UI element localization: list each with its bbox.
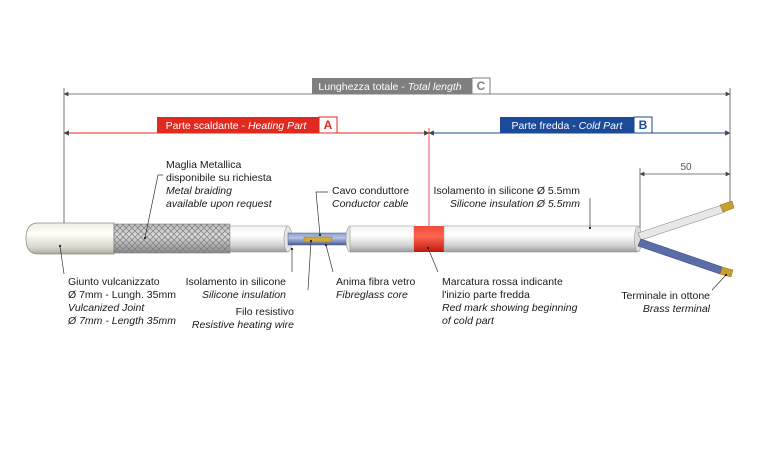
callout-conductor-cable: Cavo conduttore Conductor cable: [332, 185, 409, 210]
terminal-length-dimension: 50: [639, 162, 731, 232]
callout-silicone-insulation: Isolamento in silicone Silicone insulati…: [186, 276, 287, 301]
svg-text:Giunto vulcanizzato: Giunto vulcanizzato: [68, 276, 160, 288]
svg-text:l'inizio parte fredda: l'inizio parte fredda: [442, 289, 530, 301]
total-length-label: Lunghezza totale - Total length: [318, 81, 461, 93]
svg-text:Cavo conduttore: Cavo conduttore: [332, 185, 409, 197]
svg-text:Fibreglass core: Fibreglass core: [336, 289, 408, 301]
callout-fibreglass-core: Anima fibra vetro Fibreglass core: [336, 276, 416, 301]
svg-text:Metal braiding: Metal braiding: [166, 185, 232, 197]
output-wire-grey: [637, 204, 726, 241]
svg-text:Vulcanized Joint: Vulcanized Joint: [68, 302, 145, 314]
callout-resistive-wire: Filo resistivo Resistive heating wire: [192, 306, 294, 331]
cold-part-dimension: Parte fredda - Cold Part B: [428, 116, 731, 228]
svg-text:of cold part: of cold part: [442, 315, 495, 327]
leader-lines: [58, 174, 728, 291]
svg-text:disponibile su richiesta: disponibile su richiesta: [166, 172, 272, 184]
callout-vulcanized-joint: Giunto vulcanizzato Ø 7mm - Lungh. 35mm …: [67, 276, 176, 327]
callout-red-mark: Marcatura rossa indicante l'inizio parte…: [442, 276, 578, 327]
callout-brass-terminal: Terminale in ottone Brass terminal: [621, 290, 710, 315]
total-length-banner: [312, 78, 490, 94]
svg-text:Conductor cable: Conductor cable: [332, 198, 409, 210]
conductor-cable-section: [349, 225, 415, 253]
cold-part-cable: [443, 225, 639, 253]
cold-part-letter: B: [639, 118, 648, 132]
svg-text:Terminale in ottone: Terminale in ottone: [621, 290, 710, 302]
svg-text:Ø 7mm - Length 35mm: Ø 7mm - Length 35mm: [67, 315, 176, 327]
terminal-length-value: 50: [680, 162, 692, 173]
callout-silicone-5-5: Isolamento in silicone Ø 5.5mm Silicone …: [434, 185, 581, 210]
cold-part-letter-box: [633, 116, 653, 134]
callout-metal-braiding: Maglia Metallica disponibile su richiest…: [166, 159, 273, 210]
heating-part-dimension: Parte scaldante - Heating Part A: [63, 116, 430, 136]
svg-text:Maglia Metallica: Maglia Metallica: [166, 159, 241, 171]
brass-terminal-lower: [719, 266, 734, 278]
svg-text:Filo resistivo: Filo resistivo: [236, 306, 295, 318]
svg-text:Silicone insulation: Silicone insulation: [202, 289, 286, 301]
cold-part-label: Parte fredda - Cold Part: [512, 120, 624, 132]
svg-text:Resistive heating wire: Resistive heating wire: [192, 319, 294, 331]
cable: [25, 200, 735, 278]
brass-terminal-upper: [719, 200, 735, 213]
red-mark: [414, 226, 444, 252]
svg-text:Isolamento in silicone Ø 5.5mm: Isolamento in silicone Ø 5.5mm: [434, 185, 581, 197]
svg-text:Red mark showing beginning: Red mark showing beginning: [442, 302, 578, 314]
heating-part-label: Parte scaldante - Heating Part: [166, 120, 308, 132]
heating-part-letter-box: [318, 116, 338, 134]
total-length-letter: C: [477, 79, 486, 93]
resistive-heating-wire: [303, 236, 333, 243]
silicone-insulation-section: [229, 225, 289, 253]
vulcanized-joint: [25, 222, 115, 255]
cold-part-banner: [500, 117, 652, 133]
svg-text:Marcatura rossa indicante: Marcatura rossa indicante: [442, 276, 563, 288]
heating-part-banner: [157, 117, 337, 133]
svg-text:Anima fibra vetro: Anima fibra vetro: [336, 276, 416, 288]
total-length-dimension: Lunghezza totale - Total length C: [63, 77, 731, 225]
total-length-letter-box: [471, 77, 491, 95]
output-wire-blue: [637, 238, 723, 275]
svg-text:Isolamento in silicone: Isolamento in silicone: [186, 276, 287, 288]
svg-text:Silicone insulation Ø 5.5mm: Silicone insulation Ø 5.5mm: [450, 198, 580, 210]
svg-text:Brass terminal: Brass terminal: [643, 303, 711, 315]
heating-part-letter: A: [324, 118, 333, 132]
svg-text:Ø 7mm - Lungh. 35mm: Ø 7mm - Lungh. 35mm: [68, 289, 176, 301]
svg-text:available upon request: available upon request: [166, 198, 273, 210]
